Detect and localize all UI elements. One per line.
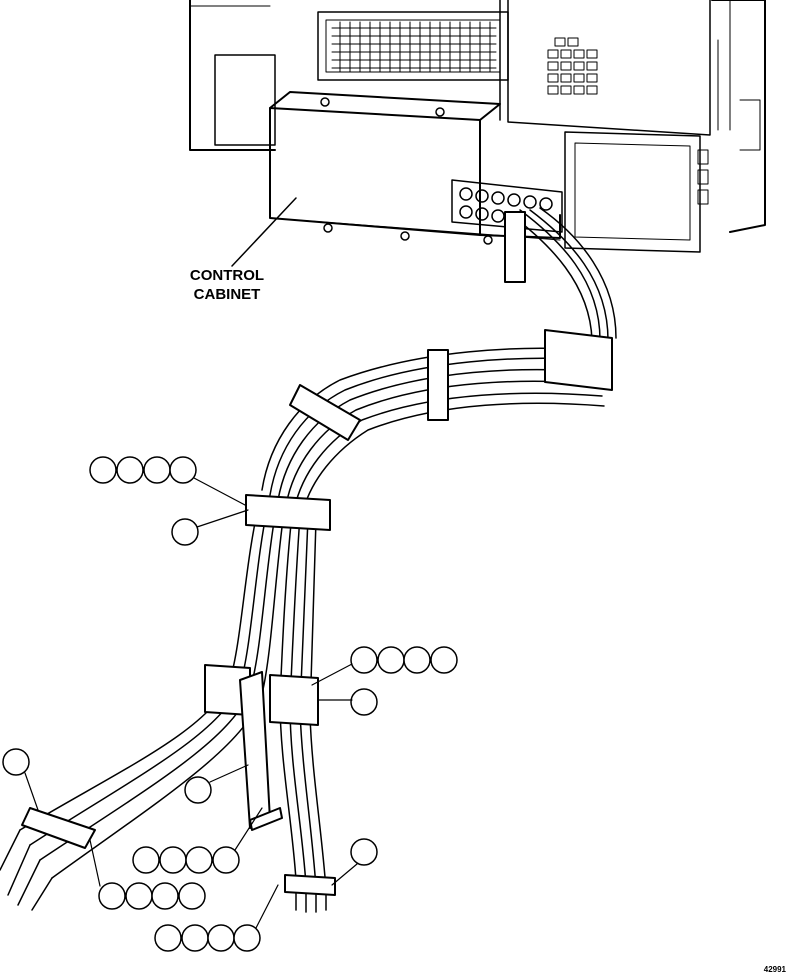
cable-gland-plate	[451, 179, 563, 233]
equipment-housing	[189, 0, 766, 253]
support-bracket	[239, 671, 283, 831]
callout-circles	[2, 456, 458, 952]
figure-code: 42991	[763, 965, 786, 974]
door-vent-grille	[547, 37, 598, 95]
control-cabinet-label-line2: CABINET	[193, 286, 261, 303]
callout-leaders	[24, 477, 358, 929]
control-cabinet-label: CONTROL CABINET	[178, 266, 276, 304]
cabinet-leader-line	[231, 197, 297, 267]
cable-clamps	[21, 211, 613, 896]
upper-vent-grille	[331, 21, 497, 73]
cable-bundle	[0, 207, 617, 913]
control-cabinet-label-line1: CONTROL	[189, 267, 265, 284]
